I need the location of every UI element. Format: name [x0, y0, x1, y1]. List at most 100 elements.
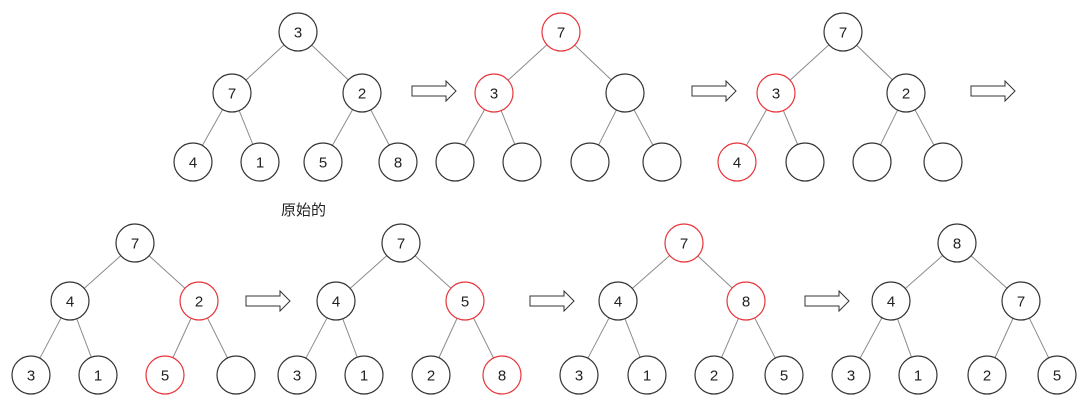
tree-node: 3	[11, 355, 51, 395]
node-value: 2	[983, 368, 991, 385]
tree-edge	[754, 317, 776, 359]
node-value: 2	[195, 294, 203, 311]
node-circle	[50, 281, 90, 321]
node-value: 5	[780, 368, 788, 385]
node-value: 4	[189, 155, 197, 172]
node-value: 4	[614, 294, 622, 311]
tree-node: 4	[173, 142, 213, 182]
tree-edge	[697, 255, 733, 289]
node-value: 3	[293, 368, 301, 385]
node-value: 7	[397, 236, 405, 253]
node-value: 4	[332, 294, 340, 311]
tree-node	[642, 142, 682, 182]
node-value: 3	[847, 368, 855, 385]
node-value: 2	[358, 86, 366, 103]
node-circle	[173, 142, 213, 182]
tree-edge	[342, 318, 358, 358]
tree-node: 3	[756, 73, 796, 113]
node-circle	[627, 355, 667, 395]
node-circle	[886, 73, 926, 113]
tree-edge	[624, 318, 641, 358]
highlighted-node-circle	[145, 355, 185, 395]
tree-node: 4	[316, 281, 356, 321]
highlighted-node-circle	[541, 12, 581, 52]
tree-edge	[574, 44, 612, 81]
node-value: 3	[575, 368, 583, 385]
tree-node: 1	[78, 355, 118, 395]
tree-node: 1	[627, 355, 667, 395]
tree-edge	[745, 109, 768, 146]
tree-edge	[331, 109, 354, 146]
tree-node: 4	[871, 281, 911, 321]
tree-step-4: 7 4 5 3 1 2 8	[277, 223, 522, 395]
tree-node: 3	[277, 355, 317, 395]
tree-node: 5	[445, 281, 485, 321]
highlighted-node-circle	[179, 281, 219, 321]
node-value: 4	[887, 294, 895, 311]
tree-edge	[914, 109, 935, 146]
node-circle	[559, 355, 599, 395]
tree-edge	[39, 317, 62, 359]
node-circle	[923, 142, 963, 182]
node-circle	[937, 223, 977, 263]
tree-edge	[879, 109, 899, 146]
tree-edge	[633, 109, 654, 146]
node-circle	[316, 281, 356, 321]
node-circle	[381, 223, 421, 263]
tree-node: 8	[378, 142, 418, 182]
tree-node	[570, 142, 610, 182]
tree-edge	[500, 110, 516, 145]
tree-edge	[473, 317, 494, 359]
node-circle	[378, 142, 418, 182]
tree-node: 5	[1037, 355, 1077, 395]
node-circle	[435, 142, 475, 182]
tree-node: 4	[50, 281, 90, 321]
highlighted-node-circle	[726, 281, 766, 321]
node-circle	[240, 142, 280, 182]
tree-node: 1	[344, 355, 384, 395]
node-circle	[967, 355, 1007, 395]
tree-node: 8	[937, 223, 977, 263]
tree-node: 3	[474, 73, 514, 113]
caption-original: 原始的	[281, 201, 327, 219]
node-value: 8	[742, 294, 750, 311]
node-value: 5	[161, 368, 169, 385]
node-circle	[212, 73, 252, 113]
node-value: 4	[733, 155, 741, 172]
tree-edge	[305, 317, 328, 359]
tree-edge	[721, 318, 739, 358]
tree-edge	[631, 255, 671, 289]
tree-node: 5	[764, 355, 804, 395]
tree-node: 2	[886, 73, 926, 113]
tree-node: 7	[541, 12, 581, 52]
node-value: 8	[498, 368, 506, 385]
tree-node: 7	[381, 223, 421, 263]
node-circle	[1037, 355, 1077, 395]
node-circle	[303, 142, 343, 182]
node-circle	[764, 355, 804, 395]
tree-edge	[994, 318, 1014, 358]
node-value: 8	[953, 236, 961, 253]
arrow-4-icon	[245, 289, 291, 313]
node-circle	[277, 355, 317, 395]
node-value: 5	[461, 294, 469, 311]
node-value: 3	[294, 25, 302, 42]
tree-node: 3	[831, 355, 871, 395]
node-circle	[570, 142, 610, 182]
node-value: 5	[319, 155, 327, 172]
node-circle	[831, 355, 871, 395]
tree-node: 8	[726, 281, 766, 321]
tree-edge	[311, 44, 349, 81]
tree-node	[216, 355, 256, 395]
highlighted-node-circle	[664, 223, 704, 263]
tree-node: 7	[115, 223, 155, 263]
tree-edge	[172, 318, 192, 358]
tree-edge	[370, 109, 390, 146]
node-circle	[598, 281, 638, 321]
node-circle	[11, 355, 51, 395]
tree-node: 2	[342, 73, 382, 113]
node-value: 2	[427, 368, 435, 385]
